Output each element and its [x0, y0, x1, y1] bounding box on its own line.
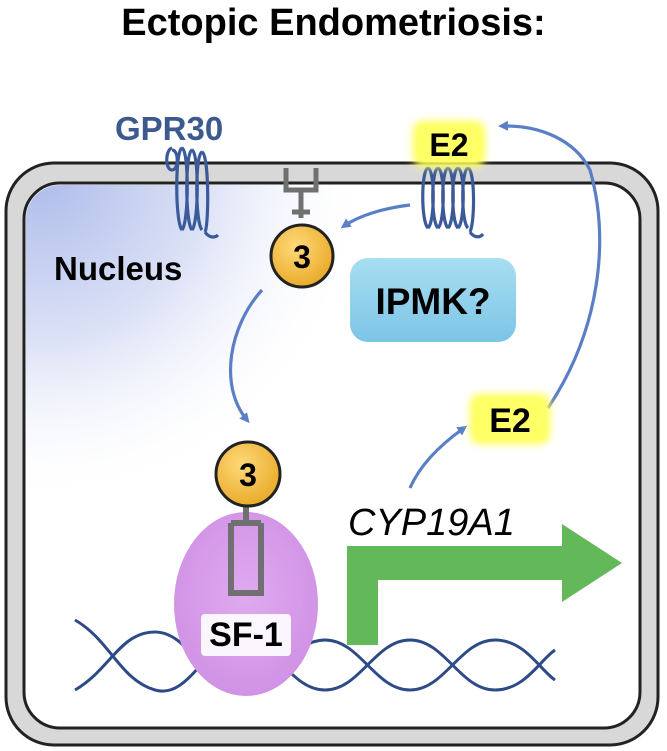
cyp19a1-gene-arrow: [347, 524, 622, 645]
e2-mid-highlight: [475, 399, 545, 439]
gpr30-receptor-left: [165, 146, 220, 239]
gpr30-label: GPR30: [115, 110, 223, 147]
dna-helix: [74, 618, 556, 693]
ip3-top-label: 3: [293, 239, 311, 275]
sf1-binding-pocket: [228, 506, 264, 596]
cyp19a1-label: CYP19A1: [348, 502, 515, 544]
arrow-e2-to-top-e2: [498, 120, 602, 409]
nucleus-label: Nucleus: [54, 250, 182, 287]
ip3-ball-top: [269, 223, 335, 289]
ip3-receptor-membrane: [283, 168, 319, 218]
gpr30-receptor-right: [421, 166, 485, 239]
ipmk-label: IPMK?: [375, 281, 490, 322]
arrow-receptor-to-ip3: [340, 203, 411, 229]
ipmk-box: [350, 258, 516, 342]
signal-arrows: [228, 120, 602, 489]
ip3-ball-bottom: [214, 440, 282, 508]
e2-mid-label: E2: [489, 402, 531, 440]
sf1-label: SF-1: [209, 616, 283, 654]
ip3-bottom-label: 3: [239, 457, 257, 493]
arrow-ip3-to-nucleus: [228, 288, 264, 424]
sf1-label-bg: [201, 614, 291, 656]
sf1-protein: [174, 512, 318, 696]
arrow-gene-to-e2: [408, 425, 468, 489]
diagram-title: Ectopic Endometriosis:: [121, 2, 546, 44]
e2-top-highlight: [418, 126, 480, 162]
e2-top-label: E2: [429, 127, 468, 163]
